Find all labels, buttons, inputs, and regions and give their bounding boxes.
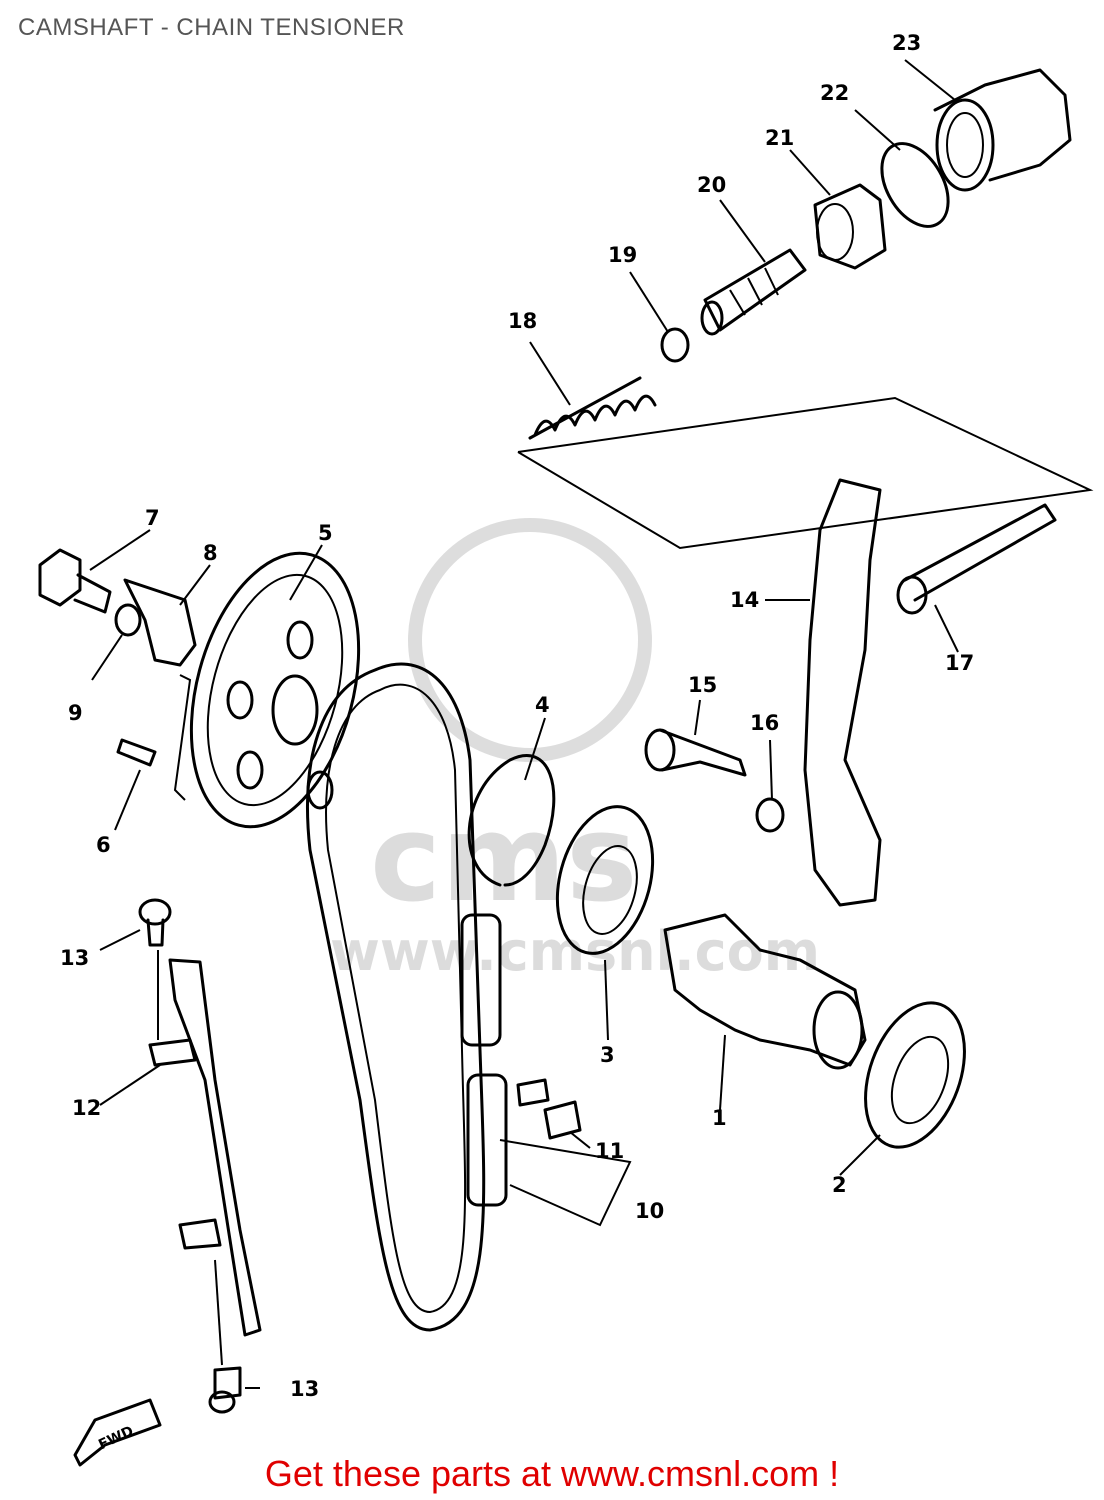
sprocket-bolt [38, 548, 112, 614]
part-label-22: 22 [820, 81, 849, 105]
watermark: cms www.cmsnl.com [330, 518, 820, 983]
part-label-14: 14 [730, 588, 759, 612]
guide-bolt [644, 728, 747, 777]
tensioner-spring [528, 376, 657, 440]
circlip [467, 754, 556, 887]
part-label-11: 11 [595, 1139, 624, 1163]
master-link [516, 1078, 582, 1140]
guide-bolt-bottom [208, 1366, 242, 1414]
chain-links [460, 913, 508, 1207]
part-label-13-top: 13 [60, 946, 89, 970]
part-label-19: 19 [608, 243, 637, 267]
part-label-15: 15 [688, 673, 717, 697]
camshaft [663, 913, 867, 1070]
tensioner-cap [933, 68, 1072, 192]
watermark-url: www.cmsnl.com [330, 920, 820, 983]
timing-chain [306, 662, 486, 1332]
dowel-pin [116, 738, 157, 767]
part-label-8: 8 [203, 541, 218, 565]
part-label-16: 16 [750, 711, 779, 735]
guide-bolt-axis-bottom [214, 1259, 223, 1366]
chain-guide-tab-bottom [178, 1218, 222, 1250]
cam-sprocket [189, 551, 361, 829]
leader-lines [89, 59, 959, 1389]
part-label-2: 2 [832, 1173, 847, 1197]
tensioner-rod [700, 248, 807, 336]
chain-guide-tab-top [148, 1038, 197, 1067]
washer [660, 327, 690, 363]
part-label-17: 17 [945, 651, 974, 675]
lock-washer [114, 603, 142, 637]
fwd-label: FWD [96, 1423, 136, 1453]
lock-plate [123, 578, 197, 667]
timing-chain-inner [325, 683, 467, 1314]
part-label-1: 1 [712, 1106, 727, 1130]
part-label-12: 12 [72, 1096, 101, 1120]
cam-bearing-left [555, 805, 655, 955]
chain-tensioner-arm [803, 478, 882, 907]
guide-bolt-top [138, 898, 172, 947]
part-labels: 23 22 21 20 19 18 7 8 5 9 4 14 15 16 17 … [60, 31, 974, 1401]
part-label-4: 4 [535, 693, 550, 717]
sprocket-guide-bracket [173, 674, 192, 801]
chain-guide [168, 958, 262, 1337]
part-label-9: 9 [68, 701, 83, 725]
part-label-20: 20 [697, 173, 726, 197]
watermark-brand: cms [370, 790, 638, 929]
tensioner-nut [813, 183, 887, 270]
part-label-13-bottom: 13 [290, 1377, 319, 1401]
part-label-7: 7 [145, 506, 160, 530]
part-label-6: 6 [96, 833, 111, 857]
pivot-pin [896, 503, 1057, 615]
part-label-18: 18 [508, 309, 537, 333]
footer-link-text[interactable]: Get these parts at www.cmsnl.com ! [264, 1453, 840, 1494]
part-label-23: 23 [892, 31, 921, 55]
guide-washer [755, 797, 785, 833]
part-label-5: 5 [318, 521, 333, 545]
part-label-3: 3 [600, 1043, 615, 1067]
page-title: CAMSHAFT - CHAIN TENSIONER [18, 14, 405, 41]
cam-bearing-right [864, 1001, 966, 1149]
part-label-10: 10 [635, 1199, 664, 1223]
o-ring [880, 142, 950, 228]
part-label-21: 21 [765, 126, 794, 150]
tensioner-group-outline [517, 396, 1094, 550]
